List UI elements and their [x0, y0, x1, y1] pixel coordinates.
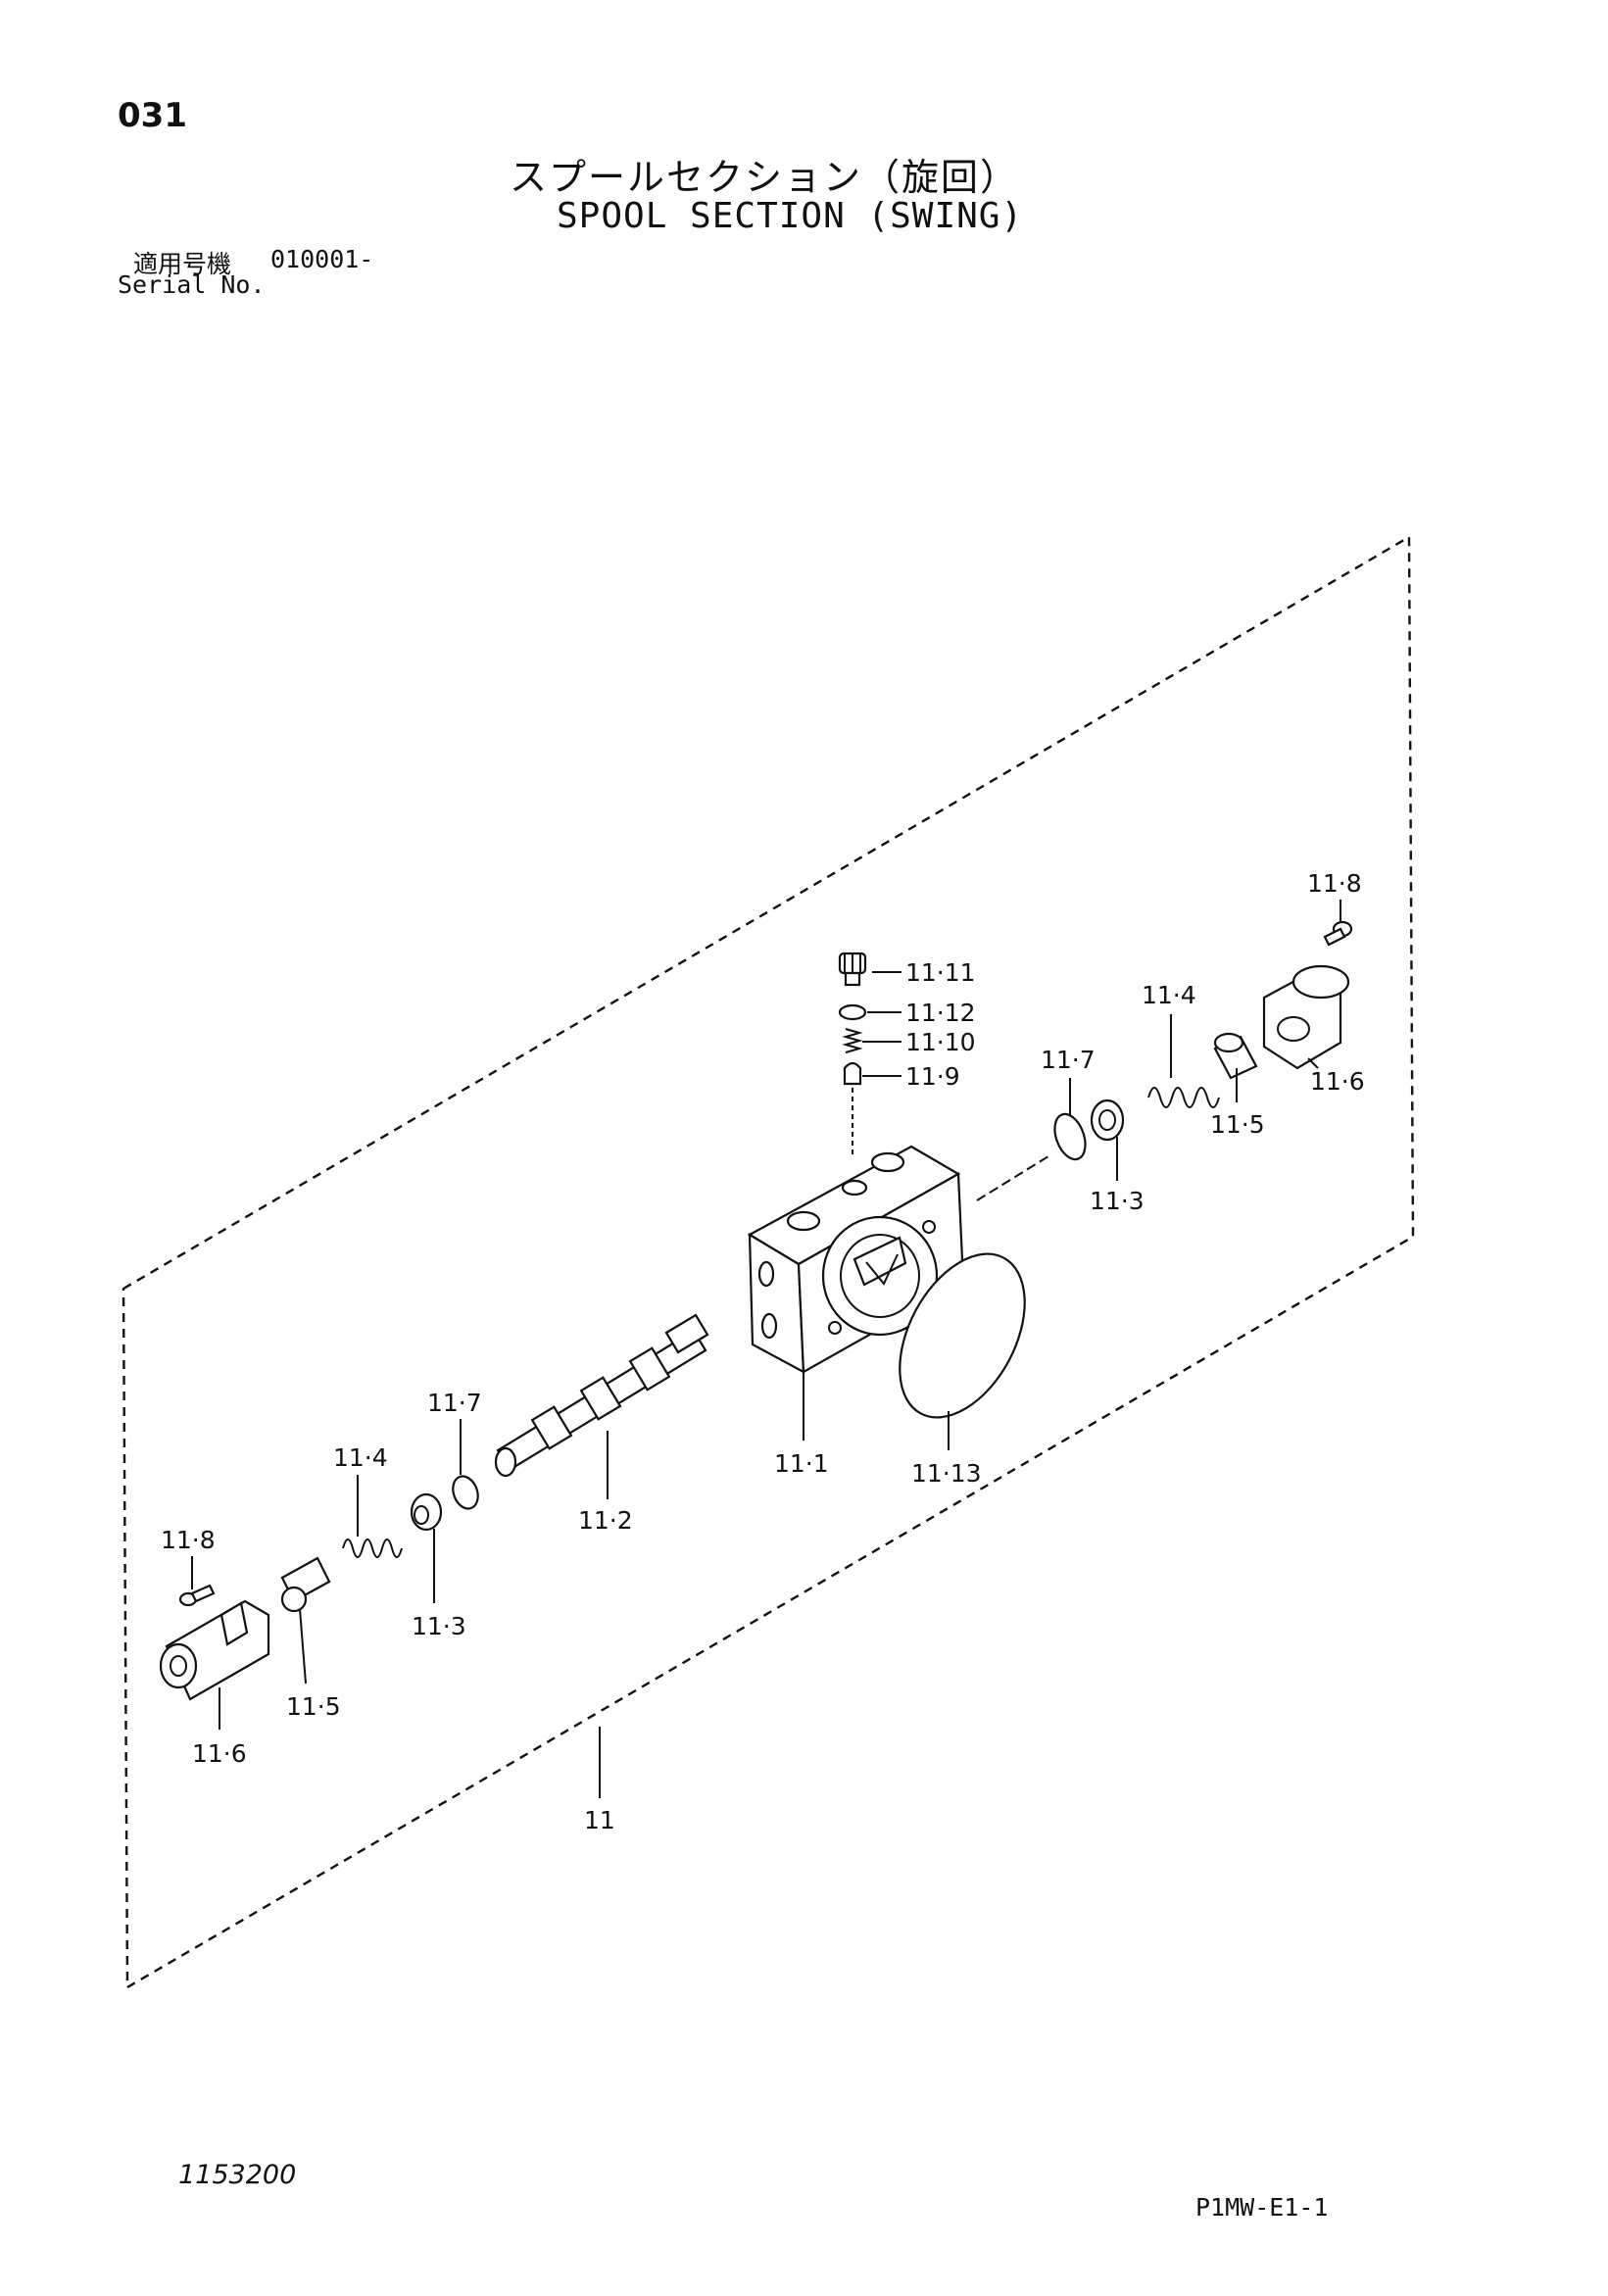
- callout-11-2: 11·2: [578, 1506, 633, 1535]
- o-ring-11-7-left: [452, 1475, 479, 1510]
- drawing-number: 1153200: [178, 2160, 297, 2190]
- title-japanese: スプールセクション（旋回）: [510, 156, 1020, 199]
- callout-11: 11: [584, 1806, 615, 1834]
- callout-11-1: 11·1: [774, 1449, 829, 1478]
- callout-11-3-left: 11·3: [412, 1612, 466, 1640]
- bolt-11-8-left: [178, 1584, 216, 1607]
- page-number: 031: [118, 96, 187, 135]
- callout-11-7-left: 11·7: [427, 1389, 482, 1417]
- o-ring-11-7-right: [1053, 1112, 1087, 1161]
- callout-11-11: 11·11: [905, 958, 976, 987]
- callout-11-5-left: 11·5: [286, 1692, 341, 1721]
- serial-label-japanese: 適用号機: [133, 250, 232, 278]
- o-ring-11-12: [838, 1003, 867, 1021]
- title-english: SPOOL SECTION (SWING): [557, 196, 1024, 236]
- cover-11-6-right: [1262, 964, 1350, 1070]
- plug-11-11: [838, 952, 867, 987]
- callout-11-4-right: 11·4: [1142, 981, 1196, 1009]
- callout-11-10: 11·10: [905, 1028, 976, 1056]
- seat-11-5-left: [280, 1556, 331, 1613]
- spring-11-4-right: [1147, 1087, 1220, 1108]
- assembly-axis-right: [976, 1155, 1049, 1201]
- callout-11-5-right: 11·5: [1210, 1110, 1265, 1139]
- callout-11-3-right: 11·3: [1090, 1187, 1145, 1215]
- callout-11-4-left: 11·4: [333, 1443, 388, 1472]
- callout-11-6-left: 11·6: [192, 1739, 247, 1768]
- seat-11-5-right: [1213, 1032, 1258, 1080]
- serial-number-value: 010001-: [270, 245, 374, 273]
- sheet-code: P1MW-E1-1: [1195, 2193, 1329, 2222]
- callout-11-13: 11·13: [911, 1459, 982, 1488]
- valve-housing-11-1: [747, 1145, 965, 1374]
- callout-11-6-right: 11·6: [1310, 1067, 1365, 1096]
- callout-11-8-right: 11·8: [1307, 869, 1362, 898]
- spool-11-2: [494, 1313, 709, 1478]
- cover-11-6-left: [159, 1599, 270, 1701]
- callout-11-12: 11·12: [905, 999, 976, 1027]
- callout-11-7-right: 11·7: [1041, 1046, 1096, 1074]
- plug-11-9: [843, 1061, 862, 1086]
- o-ring-11-13: [899, 1252, 1026, 1419]
- collar-11-3-right: [1090, 1099, 1125, 1142]
- spring-11-4-left: [342, 1539, 403, 1558]
- callout-11-8-left: 11·8: [161, 1526, 216, 1554]
- spring-11-10: [842, 1028, 863, 1053]
- collar-11-3-left: [410, 1492, 443, 1532]
- serial-label-english: Serial No.: [118, 270, 266, 299]
- bolt-11-8-right: [1323, 920, 1353, 947]
- assembly-boundary: [122, 534, 1415, 1990]
- callout-11-9: 11·9: [905, 1062, 960, 1091]
